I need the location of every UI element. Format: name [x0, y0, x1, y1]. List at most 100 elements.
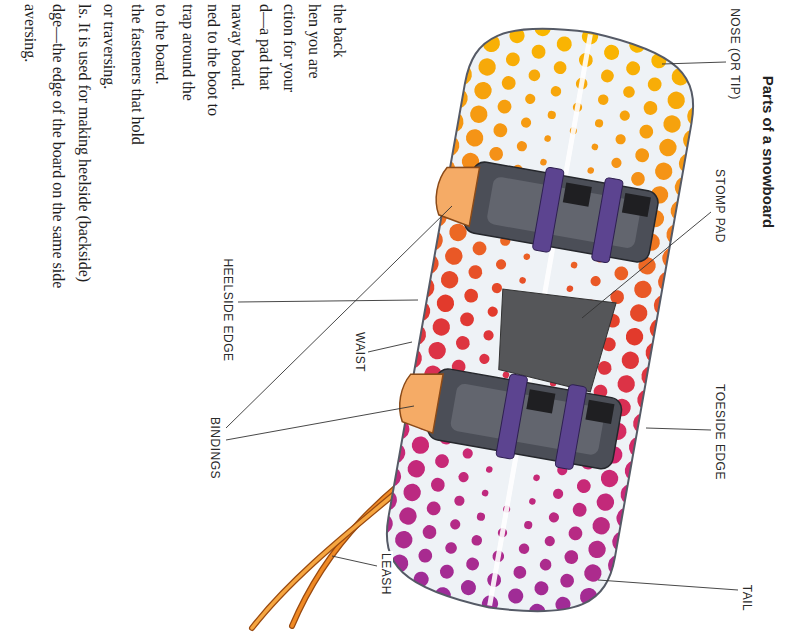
board-dot	[591, 143, 599, 151]
board-dot	[485, 466, 493, 474]
board-dot	[553, 60, 568, 75]
board-dot	[594, 624, 618, 634]
board-dot	[477, 57, 497, 77]
board-dot	[402, 482, 422, 502]
board-dot	[522, 625, 543, 634]
board-dot	[552, 488, 564, 500]
board-dot	[523, 253, 531, 261]
board-dot	[636, 388, 660, 412]
board-dot	[587, 539, 607, 559]
part-label: WAIST	[353, 330, 367, 374]
board-dot	[665, 222, 689, 246]
board-dot	[374, 488, 398, 512]
board-dot	[673, 175, 697, 199]
binding	[393, 356, 624, 477]
board-dot	[530, 44, 546, 60]
board-dot	[644, 340, 668, 364]
board-dot	[677, 151, 701, 175]
board-dot	[408, 299, 432, 323]
board-dot	[630, 171, 646, 187]
board-dot	[611, 530, 635, 554]
board-dot	[528, 69, 541, 82]
board-dot	[476, 512, 485, 521]
board-dot	[615, 506, 639, 530]
board-dot	[548, 512, 560, 524]
board-dot	[547, 110, 556, 119]
body-text-line: hen you are	[304, 4, 324, 79]
board-dot	[559, 573, 575, 589]
board-dot	[416, 252, 440, 276]
board-dot	[549, 618, 569, 634]
board-dot	[640, 364, 664, 388]
board-dot	[383, 441, 407, 465]
board-dot	[686, 104, 710, 128]
board-dot	[544, 135, 552, 143]
board-dot	[501, 75, 517, 91]
part-label: TOESIDE EDGE	[713, 382, 727, 482]
board-dot	[638, 124, 654, 140]
board-dot	[619, 110, 631, 122]
dot-pattern	[356, 0, 723, 634]
board-dot	[492, 122, 508, 138]
board-outline	[376, 12, 704, 627]
board-dot	[599, 468, 619, 488]
binding	[430, 149, 661, 270]
board-dot	[633, 279, 653, 299]
board-dot	[587, 167, 595, 175]
board-dot	[505, 51, 521, 67]
board-dot	[654, 161, 674, 181]
board-dot	[558, 10, 578, 30]
board-dot	[591, 516, 611, 536]
board-dot	[611, 157, 623, 169]
body-text-line: d—a pad that	[255, 4, 275, 90]
board-dot	[627, 435, 651, 459]
board-dot	[550, 85, 562, 97]
part-label: STOMP PAD	[713, 167, 727, 245]
board-dot	[661, 246, 685, 270]
board-dot	[540, 158, 548, 166]
body-text-line: trap around the	[178, 4, 198, 101]
board-dot	[616, 374, 636, 394]
board-dot	[407, 593, 427, 613]
board-dot	[465, 557, 480, 572]
board-dot	[570, 633, 591, 634]
board-dot	[427, 341, 447, 361]
board-dot	[444, 246, 464, 266]
stomp-pad	[488, 283, 616, 393]
board-dot	[529, 498, 537, 506]
board-dot	[460, 579, 477, 596]
board-dot	[467, 264, 483, 280]
board-dot	[544, 535, 556, 547]
board-dot	[623, 459, 647, 483]
snowboard	[356, 0, 723, 634]
board-dot	[533, 580, 549, 596]
board-dot	[590, 275, 602, 287]
body-text-line: or traversing.	[99, 4, 119, 89]
board-dot	[481, 489, 489, 497]
board-dot	[512, 565, 527, 580]
board-dot	[453, 495, 465, 507]
board-dot	[485, 10, 505, 30]
board-dot	[600, 69, 615, 84]
board-dot	[613, 265, 629, 281]
part-label: LEASH	[379, 551, 393, 597]
board-dot	[615, 133, 627, 145]
board-dot	[597, 94, 609, 106]
board-dot	[511, 2, 531, 22]
board-dot	[426, 500, 442, 516]
board-dot	[653, 27, 673, 47]
board-dot	[440, 270, 460, 290]
board-dot	[669, 199, 693, 223]
board-dot	[501, 610, 521, 630]
board-dot	[398, 506, 418, 526]
board-dot	[624, 327, 644, 347]
board-dot	[469, 104, 489, 124]
board-dot	[574, 610, 594, 630]
board-dot	[465, 128, 485, 148]
board-dot	[576, 478, 592, 494]
part-label: HEELSIDE EDGE	[221, 256, 235, 363]
board-dot	[563, 549, 579, 565]
board-dot	[422, 524, 438, 540]
